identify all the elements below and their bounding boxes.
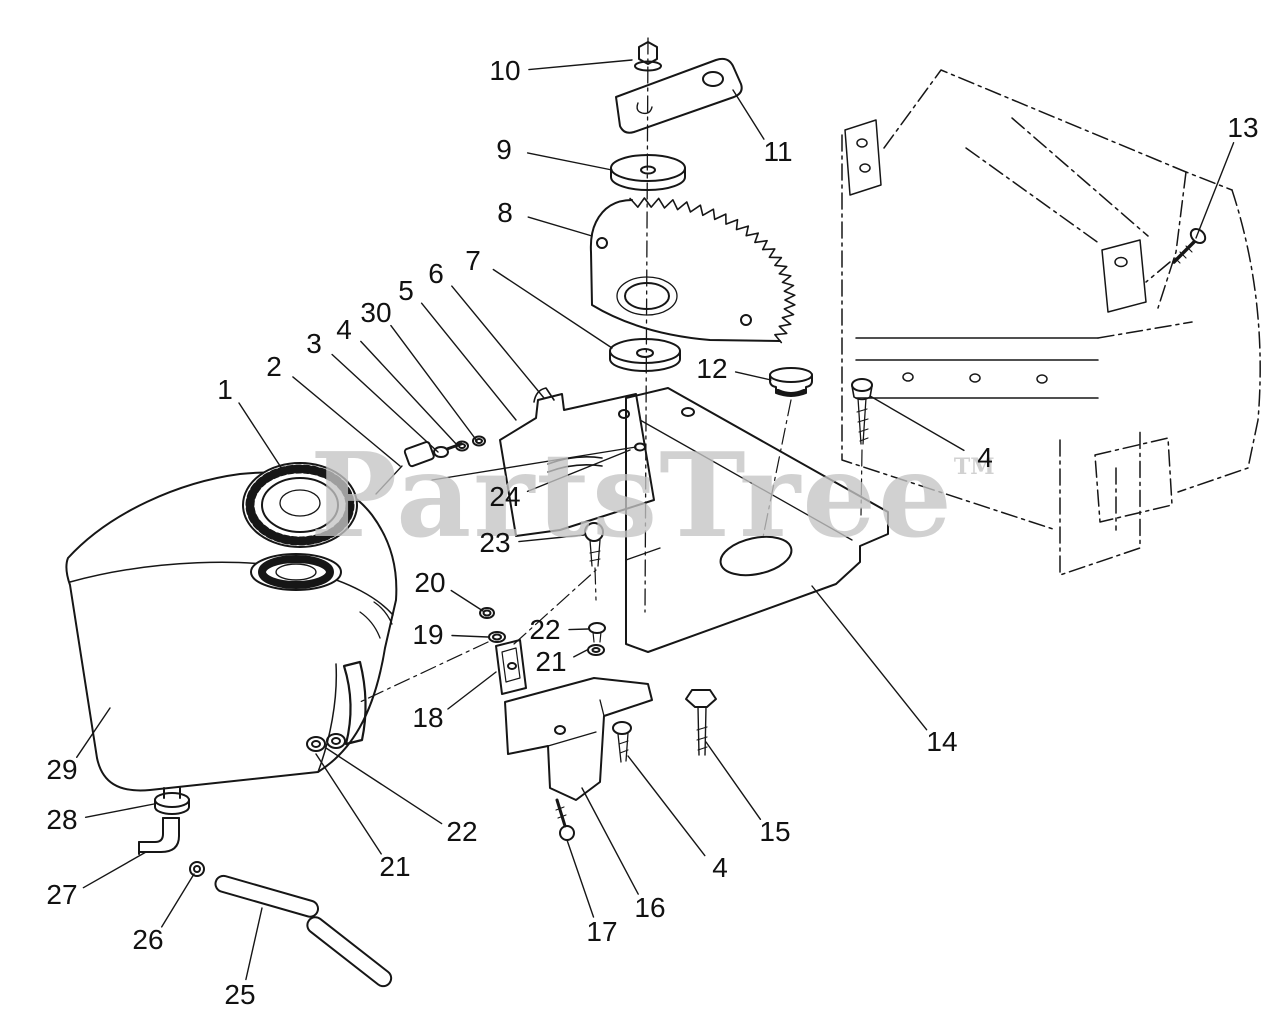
- part-number-2: 2: [266, 351, 282, 382]
- part-number-25: 25: [224, 979, 256, 1010]
- part-number-1: 1: [217, 374, 233, 405]
- part-number-23: 23: [479, 527, 511, 558]
- leader-lines: [77, 60, 1234, 980]
- part-number-14: 14: [926, 726, 958, 757]
- mounting-bracket: [626, 388, 888, 652]
- part-number-4: 4: [336, 314, 352, 345]
- part-number-21: 21: [379, 851, 411, 882]
- part-number-3: 3: [306, 328, 322, 359]
- spacer-washer-9: [611, 155, 685, 190]
- part-number-17: 17: [586, 916, 618, 947]
- clip-bracket-18: [360, 570, 596, 702]
- part-number-19: 19: [412, 619, 444, 650]
- bushing-28: [155, 793, 189, 814]
- flat-washer-7: [610, 339, 680, 371]
- part-number-24: 24: [489, 481, 521, 512]
- part-number-11: 11: [763, 136, 793, 167]
- bolt-15: [686, 690, 716, 755]
- screw-4-lower: [613, 722, 631, 762]
- bolt-22-center: [589, 623, 605, 642]
- part-number-18: 18: [412, 702, 444, 733]
- bracket-16: [505, 678, 652, 800]
- part-number-26: 26: [132, 924, 164, 955]
- part-number-5: 5: [398, 275, 414, 306]
- washer-4-small: [456, 442, 468, 451]
- nut-20: [480, 608, 494, 618]
- fuel-line: [214, 874, 395, 989]
- fuel-cap: [243, 463, 357, 547]
- hex-nut: [635, 42, 661, 71]
- washer-21-center: [588, 645, 604, 655]
- part-number-10: 10: [489, 55, 521, 86]
- washer-21-left: [327, 734, 345, 748]
- part-number-6: 6: [428, 258, 444, 289]
- part-number-4: 4: [977, 442, 993, 473]
- washer-19: [489, 632, 505, 642]
- support-bracket: [432, 388, 654, 536]
- part-number-29: 29: [46, 754, 78, 785]
- elbow-fitting: [139, 818, 179, 854]
- part-number-30: 30: [360, 297, 392, 328]
- pivot-centerline: [645, 38, 648, 612]
- console-panel: [842, 70, 1260, 575]
- screw-13: [1174, 226, 1208, 263]
- part-number-27: 27: [46, 879, 78, 910]
- part-number-4: 4: [712, 852, 728, 883]
- part-number-22: 22: [446, 816, 478, 847]
- part-number-16: 16: [634, 892, 666, 923]
- part-number-8: 8: [497, 197, 513, 228]
- hose-clamp-26: [190, 862, 204, 876]
- nut-30: [473, 437, 485, 446]
- spring-clip-2: [376, 441, 435, 494]
- sector-gear: [591, 198, 795, 343]
- filler-neck: [251, 554, 341, 590]
- part-number-22: 22: [529, 614, 561, 645]
- washer-22-left: [307, 737, 325, 751]
- part-number-21: 21: [535, 646, 567, 677]
- part-number-15: 15: [759, 816, 791, 847]
- part-number-12: 12: [696, 353, 728, 384]
- part-number-20: 20: [414, 567, 446, 598]
- screw-4-right: [852, 379, 872, 515]
- pivot-plate: [616, 59, 742, 133]
- grommet: [762, 368, 812, 542]
- part-number-9: 9: [496, 134, 512, 165]
- part-number-13: 13: [1227, 112, 1259, 143]
- part-number-28: 28: [46, 804, 78, 835]
- part-number-7: 7: [465, 245, 481, 276]
- bolt-23: [585, 523, 603, 600]
